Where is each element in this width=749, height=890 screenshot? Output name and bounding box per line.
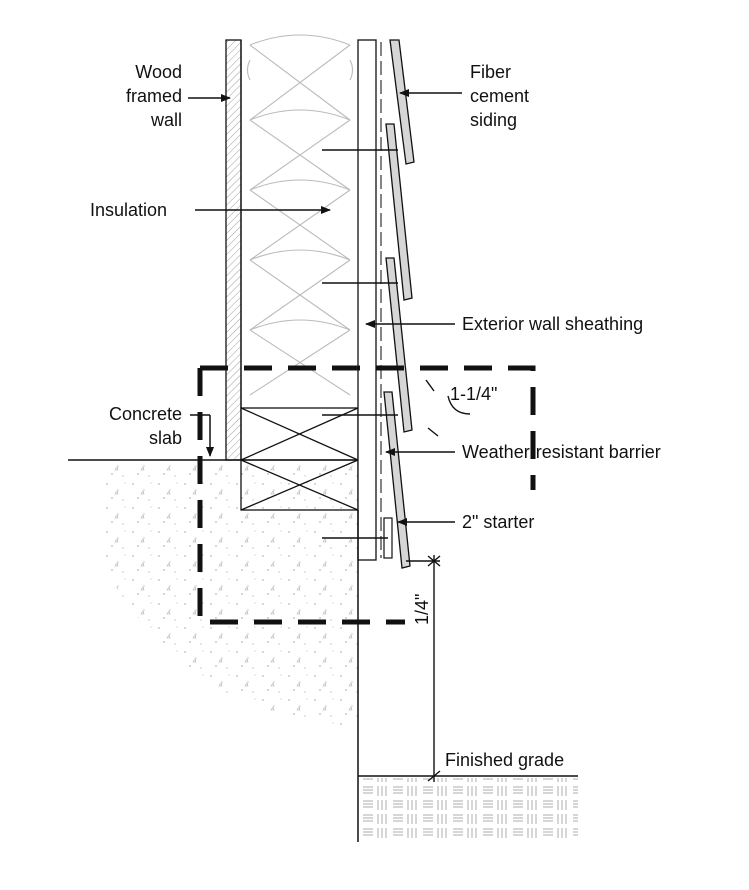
label-gap-dimension: 1/4" bbox=[412, 594, 432, 625]
label-lap-dimension: 1-1/4" bbox=[450, 384, 497, 404]
label-wood-line1: Wood bbox=[135, 62, 182, 82]
detail-callout bbox=[197, 365, 536, 625]
label-concrete-line1: Concrete bbox=[109, 404, 182, 424]
exterior-sheathing bbox=[357, 39, 377, 561]
label-wood-line3: wall bbox=[150, 110, 182, 130]
label-concrete-line2: slab bbox=[149, 428, 182, 448]
label-fiber-line1: Fiber bbox=[470, 62, 511, 82]
bottom-plate bbox=[240, 407, 359, 511]
label-wrb: Weather-resistant barrier bbox=[462, 442, 661, 462]
label-fiber-line3: siding bbox=[470, 110, 517, 130]
label-wood-line2: framed bbox=[126, 86, 182, 106]
interior-gypsum bbox=[225, 39, 242, 461]
fiber-cement-siding bbox=[383, 39, 415, 569]
insulation-batt bbox=[246, 34, 354, 396]
label-insulation: Insulation bbox=[90, 200, 167, 220]
label-finished-grade: Finished grade bbox=[445, 750, 564, 770]
label-fiber-line2: cement bbox=[470, 86, 529, 106]
label-sheathing: Exterior wall sheathing bbox=[462, 314, 643, 334]
lap-dimension-arc bbox=[447, 395, 471, 415]
grade-soil bbox=[360, 778, 578, 840]
label-starter: 2" starter bbox=[462, 512, 534, 532]
concrete-slab bbox=[100, 460, 358, 730]
